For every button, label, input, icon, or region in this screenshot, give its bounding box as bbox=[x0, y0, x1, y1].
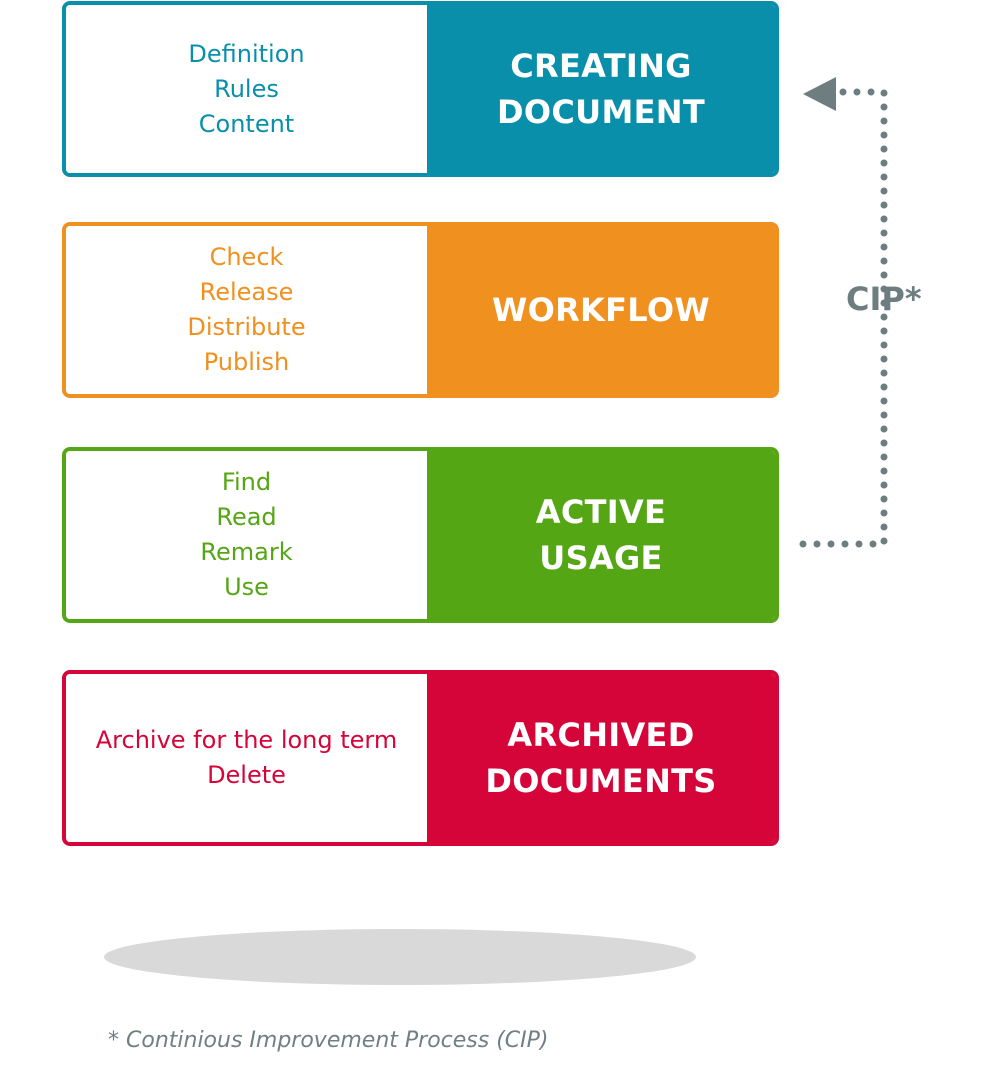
stage-active-usage: Find Read Remark Use ACTIVE USAGE bbox=[62, 447, 779, 623]
stage-item: Use bbox=[224, 573, 269, 601]
stage-items: Definition Rules Content bbox=[66, 5, 427, 173]
stage-title-line: ARCHIVED bbox=[507, 716, 695, 754]
stage-item: Release bbox=[199, 278, 294, 306]
stage-items: Archive for the long term Delete bbox=[66, 674, 427, 842]
stage-item: Check bbox=[209, 243, 284, 271]
stage-item: Publish bbox=[203, 348, 290, 376]
cip-dotted-path bbox=[799, 88, 888, 548]
stage-item: Distribute bbox=[187, 313, 306, 341]
stage-creating-document: Definition Rules Content CREATING DOCUME… bbox=[62, 1, 779, 177]
stage-title-line: DOCUMENT bbox=[497, 93, 705, 131]
stage-item: Archive for the long term bbox=[95, 726, 398, 754]
stage-title: ACTIVE USAGE bbox=[427, 451, 775, 619]
stage-title: WORKFLOW bbox=[427, 226, 775, 394]
stage-item: Find bbox=[221, 468, 272, 496]
stage-items: Check Release Distribute Publish bbox=[66, 226, 427, 394]
stage-workflow: Check Release Distribute Publish WORKFLO… bbox=[62, 222, 779, 398]
stage-title-line: WORKFLOW bbox=[492, 291, 710, 329]
stage-title-line: CREATING bbox=[510, 47, 692, 85]
stage-title: ARCHIVED DOCUMENTS bbox=[427, 674, 775, 842]
stage-item: Remark bbox=[200, 538, 293, 566]
cip-arrowhead-icon bbox=[803, 77, 836, 111]
footnote: * Continious Improvement Process (CIP) bbox=[108, 1028, 549, 1053]
stage-item: Delete bbox=[207, 761, 286, 789]
cip-label: CIP* bbox=[846, 280, 922, 318]
ground-shadow bbox=[104, 929, 696, 985]
stage-title: CREATING DOCUMENT bbox=[427, 5, 775, 173]
stage-item: Definition bbox=[188, 39, 305, 68]
stage-title-line: DOCUMENTS bbox=[485, 762, 717, 800]
stage-title-line: USAGE bbox=[539, 539, 663, 577]
stage-title-line: ACTIVE bbox=[535, 493, 667, 531]
stage-items: Find Read Remark Use bbox=[66, 451, 427, 619]
stage-item: Read bbox=[216, 503, 277, 531]
stage-archived-documents: Archive for the long term Delete ARCHIVE… bbox=[62, 670, 779, 846]
stage-item: Content bbox=[198, 109, 295, 138]
stage-item: Rules bbox=[214, 74, 279, 103]
